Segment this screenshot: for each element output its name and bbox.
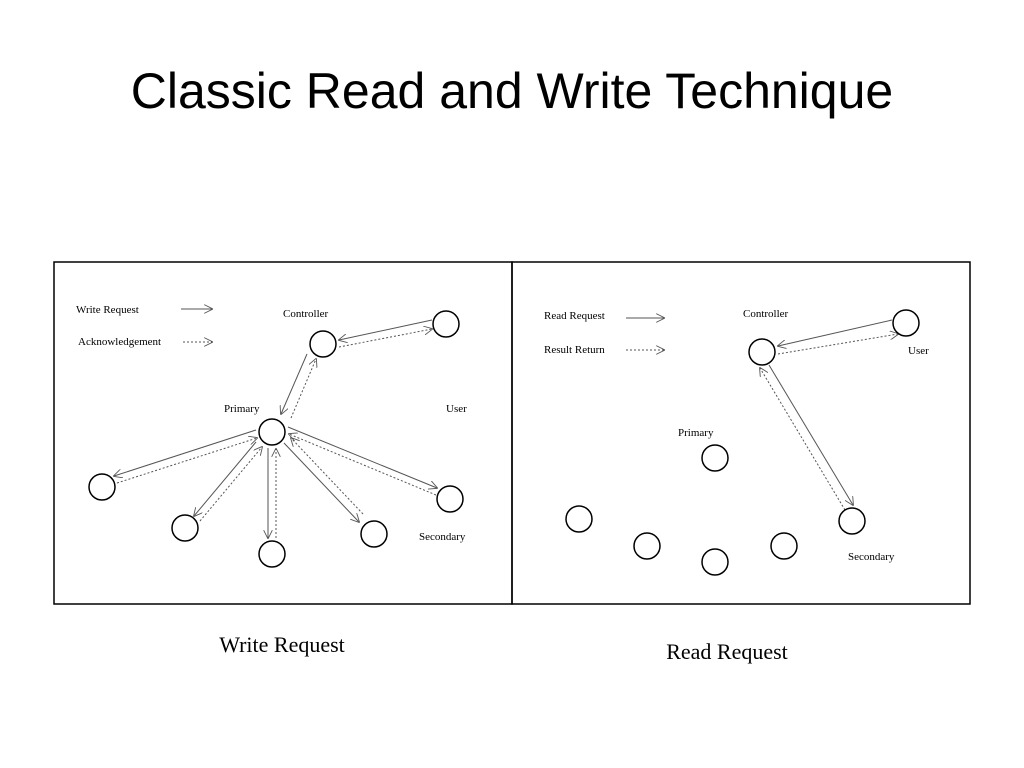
read-controller-node	[748, 338, 776, 366]
read-legend-result-label: Result Return	[544, 344, 605, 356]
write-secondary-node-2	[171, 514, 199, 542]
write-edge-primary-secondary-4-request	[283, 442, 359, 522]
read-edge-controller-secondary-request	[768, 364, 853, 505]
write-edge-primary-secondary-1-request	[114, 429, 257, 476]
read-secondary-label: Secondary	[848, 551, 895, 563]
write-secondary-node-4	[360, 520, 388, 548]
read-user-label: User	[908, 345, 929, 357]
write-secondary-label: Secondary	[419, 531, 466, 543]
read-secondary-node-3	[701, 548, 729, 576]
read-panel-frame	[511, 261, 971, 605]
read-secondary-node-1	[565, 505, 593, 533]
write-secondary-node-5	[436, 485, 464, 513]
write-edge-controller-primary-request	[281, 353, 308, 414]
read-primary-label: Primary	[678, 427, 714, 439]
write-controller-node	[309, 330, 337, 358]
read-secondary-node-4	[770, 532, 798, 560]
write-edge-controller-user-ack	[338, 329, 432, 348]
read-legend-request-label: Read Request	[544, 310, 605, 322]
write-legend-ack-label: Acknowledgement	[78, 336, 161, 348]
write-edge-controller-primary-ack	[290, 359, 316, 419]
write-caption: Write Request	[219, 632, 345, 657]
read-secondary-node-2	[633, 532, 661, 560]
read-user-node	[892, 309, 920, 337]
read-edge-controller-user-result	[777, 334, 898, 355]
read-caption: Read Request	[666, 639, 788, 664]
read-panel: Read Request Result Return Controller Us…	[544, 308, 929, 576]
write-edge-primary-secondary-1-ack	[116, 438, 257, 484]
write-edge-primary-secondary-2-request	[194, 441, 257, 516]
write-panel: Write Request Acknowledgement Controller…	[76, 304, 467, 568]
read-edge-controller-user-request	[778, 319, 893, 346]
write-primary-node	[258, 418, 286, 446]
write-secondary-node-1	[88, 473, 116, 501]
slide-title: Classic Read and Write Technique	[130, 63, 894, 119]
read-edge-controller-secondary-result	[760, 368, 846, 511]
write-edge-primary-secondary-5-ack	[289, 434, 437, 496]
write-secondary-node-3	[258, 540, 286, 568]
read-primary-node	[701, 444, 729, 472]
write-user-node	[432, 310, 460, 338]
write-edge-primary-secondary-5-request	[287, 426, 437, 488]
read-controller-label: Controller	[743, 308, 789, 320]
write-controller-label: Controller	[283, 308, 329, 320]
read-secondary-node-5	[838, 507, 866, 535]
write-edge-primary-secondary-2-ack	[199, 447, 262, 522]
write-primary-label: Primary	[224, 403, 260, 415]
write-user-label: User	[446, 403, 467, 415]
write-legend-request-label: Write Request	[76, 304, 139, 316]
write-edge-controller-user-request	[339, 319, 433, 340]
write-edge-primary-secondary-4-ack	[291, 438, 364, 515]
